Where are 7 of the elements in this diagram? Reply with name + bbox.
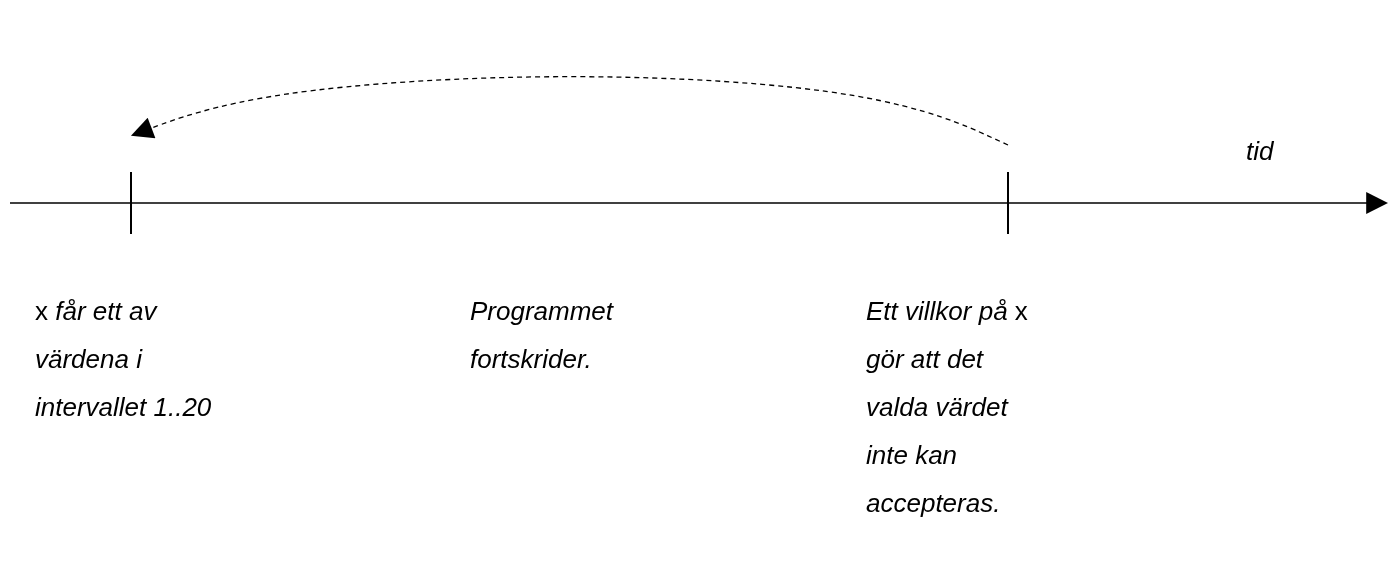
annotation-text: Programmet fortskrider. (470, 295, 615, 376)
tick-mark (1007, 172, 1009, 234)
annotation-text: x får ett av värdena i intervallet 1..20 (35, 295, 213, 424)
tick-mark (130, 172, 132, 234)
axis-label: tid (1246, 135, 1275, 168)
annotation-text: Ett villkor på x gör att det valda värdet inte kan accepteras. (866, 295, 1029, 520)
dashed-arrow (130, 76, 1009, 146)
